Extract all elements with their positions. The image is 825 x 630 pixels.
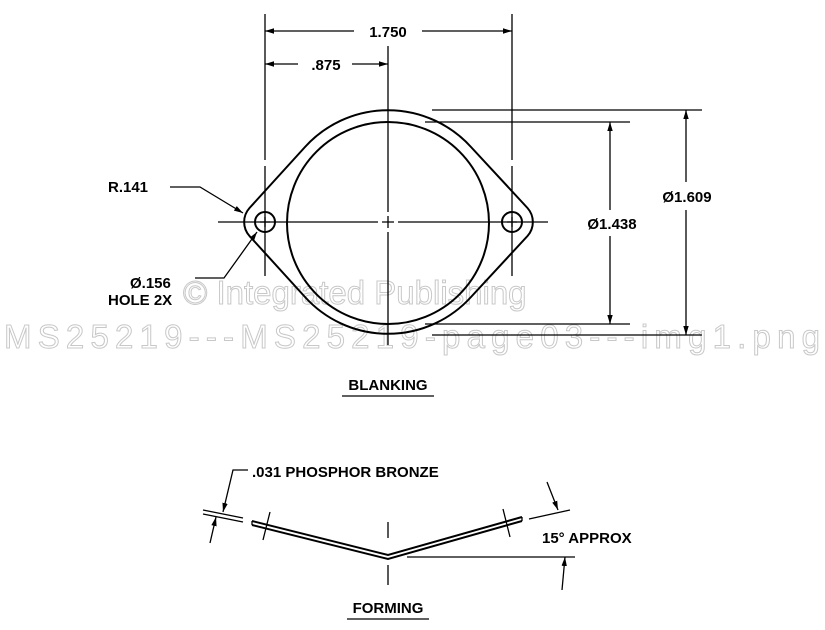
dim-outer-diameter: Ø1.609 bbox=[662, 189, 711, 206]
formed-strip-bottom bbox=[251, 520, 523, 561]
formed-strip-top bbox=[251, 516, 523, 557]
hole-quantity: HOLE 2X bbox=[108, 292, 172, 309]
dim-hole-diameter: Ø.156 bbox=[130, 275, 171, 292]
dim-ear-radius: R.141 bbox=[108, 179, 148, 196]
angle-callout: 15° APPROX bbox=[542, 530, 632, 547]
watermark-line1: © Integrated Publishing bbox=[183, 274, 527, 311]
dim-overall-width: 1.750 bbox=[369, 24, 407, 41]
hole-cross-marks bbox=[260, 217, 517, 227]
blank-outline bbox=[243, 109, 534, 335]
forming-bend-marks bbox=[262, 508, 511, 541]
dim-inner-diameter: Ø1.438 bbox=[587, 216, 636, 233]
dim-half-width: .875 bbox=[311, 57, 340, 74]
blanking-view: 1.750 .875 Ø1.609 Ø1.438 R.141 Ø.156 HOL… bbox=[108, 14, 712, 397]
blanking-title: BLANKING bbox=[348, 377, 427, 394]
forming-view: .031 PHOSPHOR BRONZE 15° APPROX FORMING bbox=[202, 464, 632, 620]
forming-title: FORMING bbox=[353, 600, 424, 617]
material-callout: .031 PHOSPHOR BRONZE bbox=[252, 464, 439, 481]
watermark-line2: MS25219---MS25219-page03---img1.png bbox=[4, 318, 820, 355]
